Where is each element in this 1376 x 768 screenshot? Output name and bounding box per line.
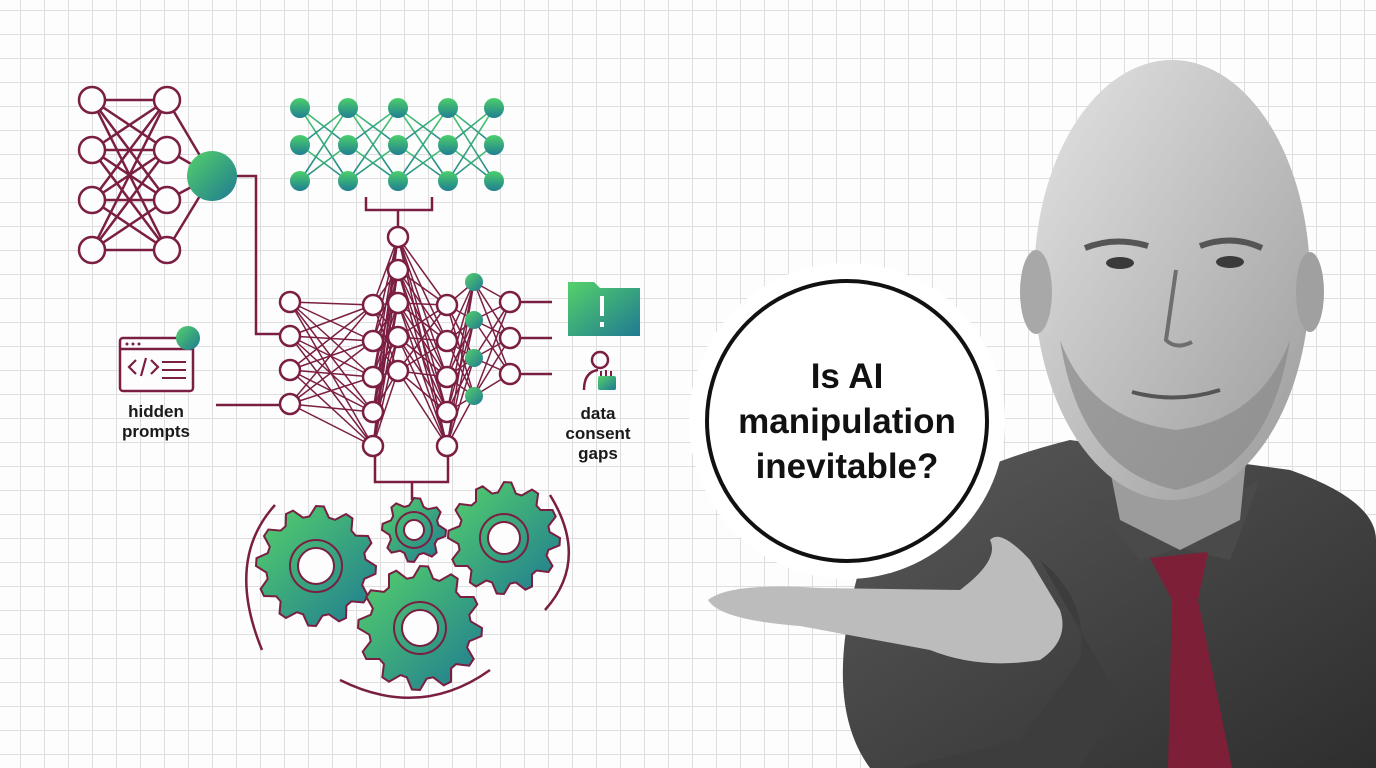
- network-node: [465, 349, 483, 367]
- network-node: [498, 326, 522, 350]
- network-node: [386, 225, 410, 249]
- network-node: [386, 325, 410, 349]
- network-node: [438, 135, 458, 155]
- network-node: [290, 171, 310, 191]
- network-node: [498, 362, 522, 386]
- network-node: [388, 98, 408, 118]
- network-node: [77, 235, 107, 265]
- top-neural-network: [290, 98, 504, 191]
- network-node: [465, 387, 483, 405]
- network-node: [438, 98, 458, 118]
- speech-bubble: [689, 263, 1005, 579]
- central-neural-network: [278, 225, 522, 458]
- network-node: [278, 358, 302, 382]
- question-text: Is AI manipulation inevitable?: [738, 356, 956, 486]
- network-node: [435, 365, 459, 389]
- output-node: [187, 151, 237, 201]
- presenter-figure: [708, 60, 1376, 768]
- network-node: [278, 392, 302, 416]
- gears-icon: [245, 480, 570, 700]
- network-node: [338, 98, 358, 118]
- network-node: [361, 329, 385, 353]
- data-consent-gaps-label: data consent gaps: [565, 404, 631, 463]
- network-node: [386, 359, 410, 383]
- network-node: [290, 98, 310, 118]
- network-node: [152, 85, 182, 115]
- network-node: [388, 171, 408, 191]
- network-node: [386, 291, 410, 315]
- network-node: [77, 135, 107, 165]
- person-data-icon: [582, 350, 616, 391]
- network-node: [498, 290, 522, 314]
- network-node: [465, 273, 483, 291]
- network-node: [152, 135, 182, 165]
- network-node: [465, 311, 483, 329]
- network-node: [152, 235, 182, 265]
- network-node: [338, 135, 358, 155]
- hidden-prompts-label: hidden prompts: [122, 402, 190, 441]
- network-node: [278, 324, 302, 348]
- network-node: [435, 400, 459, 424]
- connector-lines: [216, 174, 552, 500]
- network-node: [77, 185, 107, 215]
- folder-alert-icon: [568, 282, 640, 336]
- network-node: [290, 135, 310, 155]
- network-node: [435, 434, 459, 458]
- network-node: [388, 135, 408, 155]
- network-node: [77, 85, 107, 115]
- network-node: [152, 185, 182, 215]
- network-node: [361, 365, 385, 389]
- network-node: [484, 135, 504, 155]
- network-node: [386, 258, 410, 282]
- code-window-icon: [118, 326, 200, 393]
- network-node: [435, 293, 459, 317]
- network-node: [338, 171, 358, 191]
- network-node: [361, 434, 385, 458]
- network-node: [484, 171, 504, 191]
- network-node: [361, 293, 385, 317]
- network-node: [435, 329, 459, 353]
- network-node: [484, 98, 504, 118]
- network-node: [438, 171, 458, 191]
- small-neural-network: [77, 85, 237, 265]
- network-node: [361, 400, 385, 424]
- network-node: [278, 290, 302, 314]
